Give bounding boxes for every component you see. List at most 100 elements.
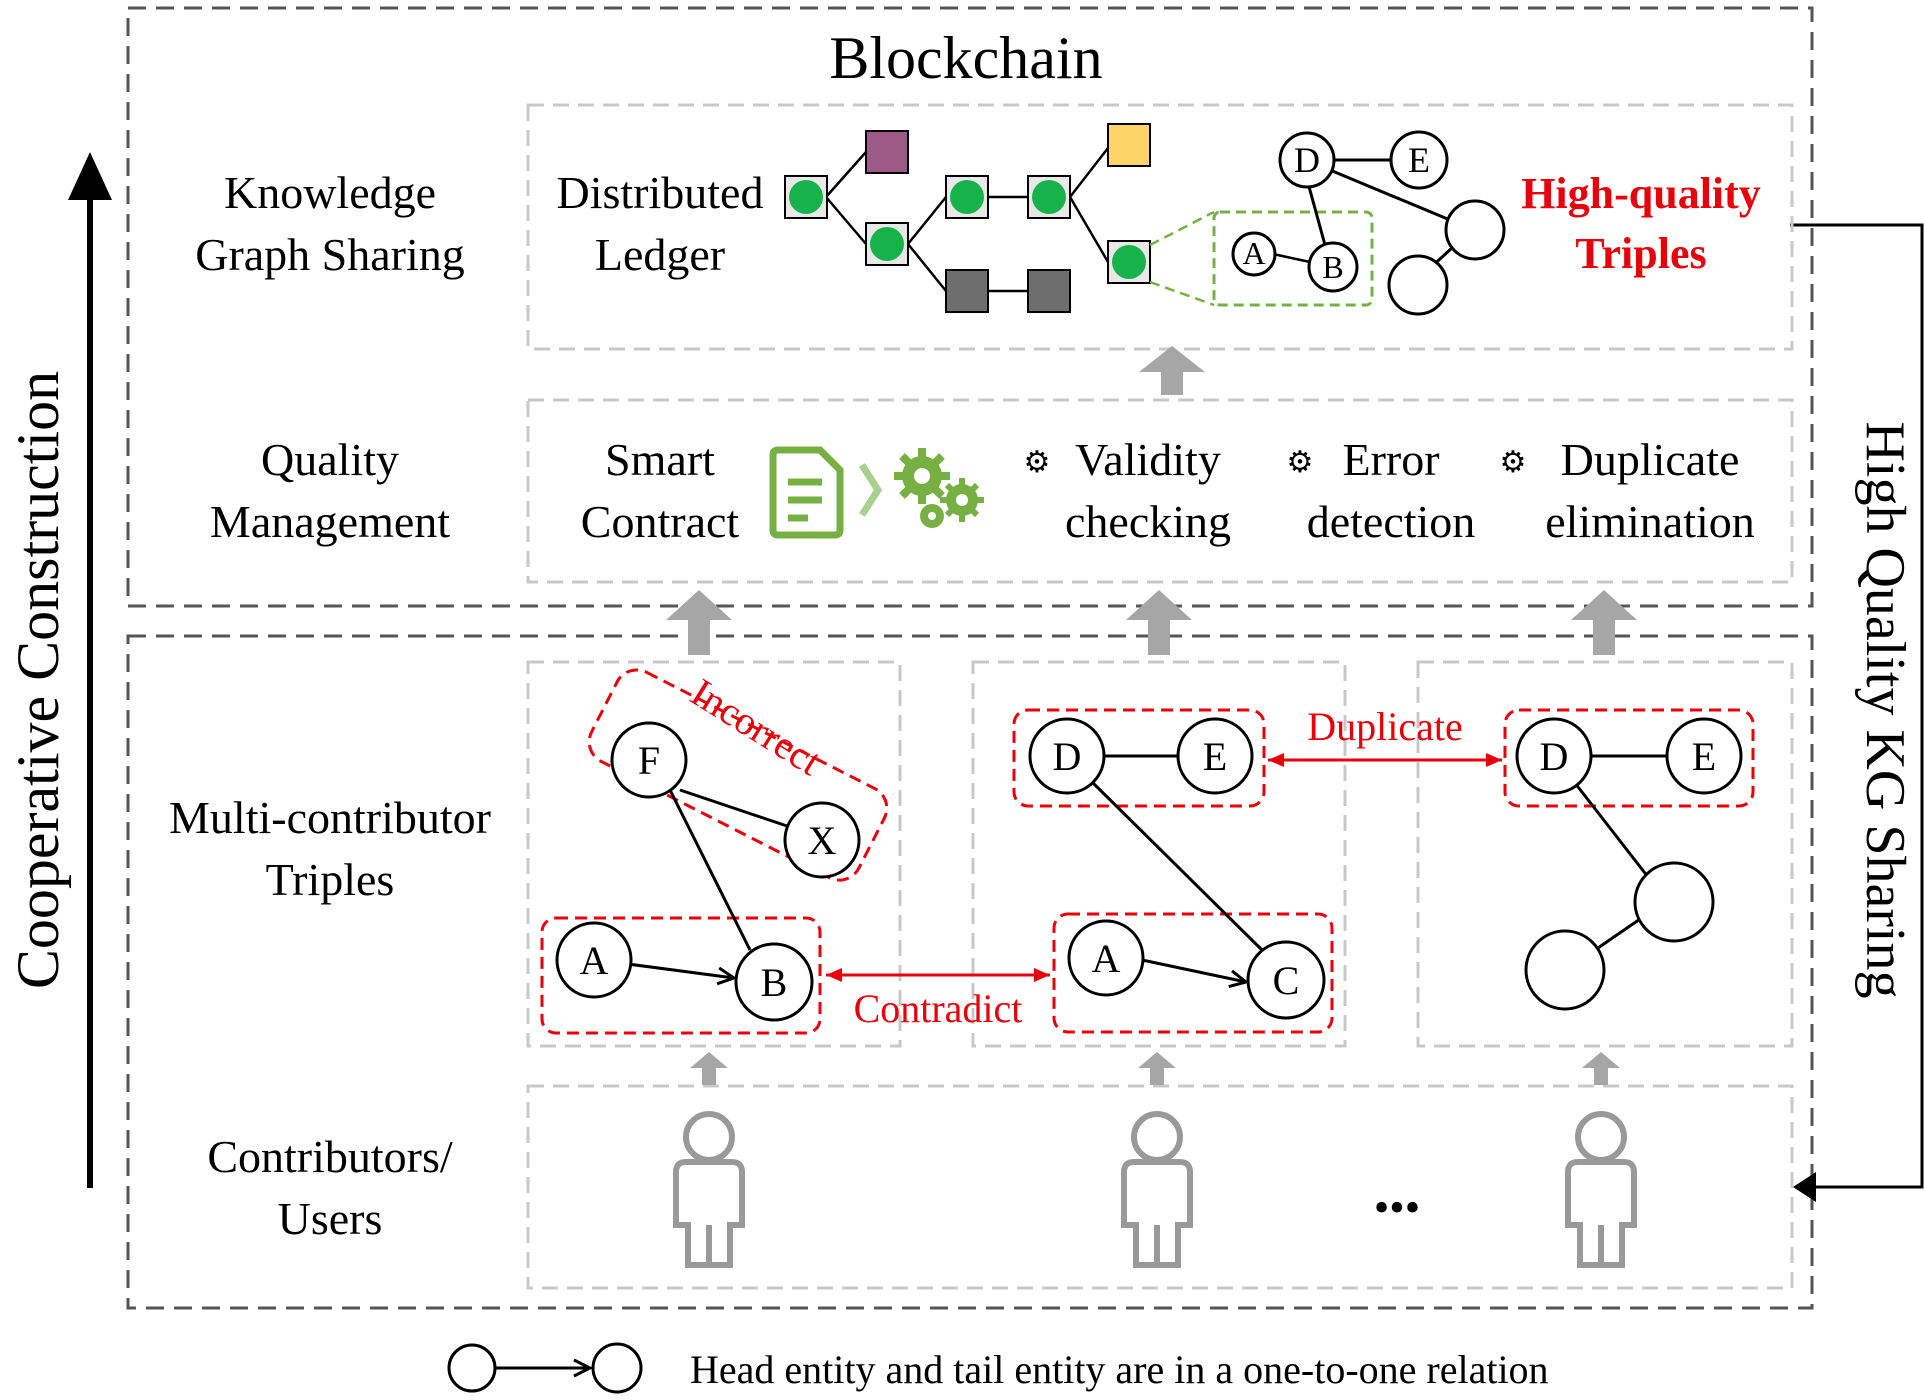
node-x-label: X [808,818,837,863]
users-box [526,1084,1794,1290]
ledger-block-purple [865,130,909,174]
node-d-3 [1515,717,1593,795]
up-arrow-to-ledger [1139,346,1205,395]
triples-box-2 [971,660,1347,1048]
up-arrow-from-box2 [1126,590,1192,655]
zoom-line [1149,210,1215,247]
kg-sharing-box [526,103,1794,351]
legend-tail-node [591,1342,643,1394]
error-label-1: Error [1342,434,1439,485]
up-arrow-from-user1 [690,1052,728,1085]
node-d-3-label: D [1540,734,1569,779]
edge-a-b-zoom [1272,252,1311,264]
node-f-label: F [638,738,660,783]
kg-sharing-label-2: Graph Sharing [195,229,465,280]
edge-d-node-3 [1573,782,1650,878]
triples-label-2: Triples [266,854,395,905]
node-c-2 [1246,940,1326,1020]
node-e-3 [1665,717,1743,795]
triples-label-1: Multi-contributor [169,792,491,843]
zoom-line [1149,280,1215,307]
cooperative-construction-label: Cooperative Construction [5,371,71,989]
edge-f-b [668,789,752,951]
ledger-block-yellow [1107,123,1151,167]
triples-box-1 [526,660,902,1048]
user-icon [673,1111,745,1268]
up-arrow-from-user3 [1582,1052,1620,1085]
triples-box-3 [1416,660,1794,1048]
ledger-label-2: Ledger [595,229,725,280]
node-blank-3 [1633,861,1715,943]
node-x [783,801,861,879]
left-up-arrow-head [68,152,112,200]
users-label-1: Contributors/ [207,1131,453,1182]
node-hq-blank [1444,199,1506,261]
duplicate-label-1: Duplicate [1561,434,1740,485]
validity-label-1: Validity [1075,434,1221,485]
feedback-arrow-head [1793,1172,1816,1202]
users-label-2: Users [278,1193,383,1244]
node-b-label: B [761,960,788,1005]
gear-hole [914,468,930,484]
node-a-2-label: A [1092,936,1121,981]
node-b-zoom [1307,241,1359,293]
node-e-3-label: E [1692,734,1716,779]
error-label-2: detection [1307,496,1476,547]
high-quality-label-1: High-quality [1521,169,1761,218]
quality-label-2: Management [210,496,450,547]
ledger-block-dot [789,180,823,214]
duplicate-label: Duplicate [1307,704,1463,749]
validity-label-2: checking [1065,496,1231,547]
chain-link [1068,196,1110,263]
node-a [555,921,633,999]
chain-link [907,243,947,292]
smart-contract-label-2: Contract [581,496,740,547]
up-arrow-from-user2 [1138,1052,1176,1085]
high-quality-kg-sharing-label: High Quality KG Sharing [1854,421,1916,998]
ellipsis: ••• [1374,1183,1420,1232]
edge-a-c-arrow [1141,958,1246,982]
node-a-zoom [1231,231,1277,277]
document-icon [769,446,844,539]
quality-box [526,398,1794,584]
gear-icon: ⚙ [1024,446,1051,479]
legend-head-node [447,1343,497,1393]
node-d-2-label: D [1053,734,1082,779]
edge-node-node-3 [1594,915,1644,952]
triple-a-c-box [1052,912,1334,1034]
ledger-block-gray [945,269,989,313]
edge-a-b-arrow [627,962,734,978]
node-a-zoom-label: A [1242,235,1265,271]
ledger-block-gray [1027,269,1071,313]
node-hq-blank [1387,254,1449,316]
ledger-block-dot [870,227,904,261]
node-e-hq-label: E [1408,140,1430,180]
blockchain-title: Blockchain [829,25,1102,91]
ledger-label-1: Distributed [557,167,764,218]
node-d-2 [1028,717,1106,795]
node-a-2 [1067,919,1145,997]
node-a-label: A [580,938,609,983]
high-quality-label-2: Triples [1575,229,1706,278]
kg-sharing-label-1: Knowledge [224,167,436,218]
user-icon [1121,1111,1193,1268]
ledger-block-dot [1032,180,1066,214]
quality-label-1: Quality [261,434,399,485]
incorrect-label: Incorrect [683,669,829,784]
chevron-right-icon [859,463,883,517]
ledger-block-dot [1112,245,1146,279]
node-d-hq-label: D [1294,140,1320,180]
node-d-hq [1278,131,1336,189]
contradict-label: Contradict [854,986,1023,1031]
gears-icon [894,448,984,528]
node-e-2 [1176,717,1254,795]
ledger-block-dot [950,180,984,214]
chain-link [1069,147,1109,198]
edge-f-x [679,788,788,828]
smart-contract-label-1: Smart [605,434,715,485]
up-arrow-from-box3 [1571,590,1637,655]
user-icon [1565,1111,1637,1268]
node-e-hq [1389,130,1449,190]
node-e-2-label: E [1203,734,1227,779]
